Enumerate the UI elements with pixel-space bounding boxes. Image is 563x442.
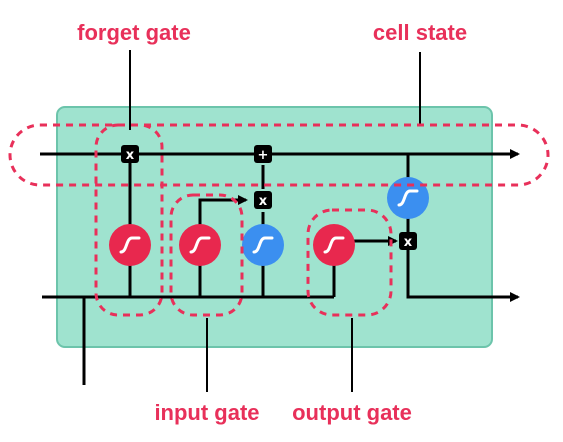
cell-body: [56, 106, 493, 348]
output-tanh-node: [387, 177, 429, 219]
forget-gate-label: forget gate: [77, 20, 191, 45]
input-sigmoid-node: [179, 224, 221, 266]
cell-add-op: +: [254, 145, 272, 163]
cell-state-label: cell state: [373, 20, 467, 45]
add-symbol: +: [258, 148, 269, 163]
candidate-tanh-node: [242, 224, 284, 266]
forget-multiply-op: x: [121, 145, 139, 163]
hidden-output-line: [406, 250, 520, 302]
output-sigmoid-node: [313, 224, 355, 266]
multiply-symbol: x: [404, 235, 413, 250]
input-gate-label: input gate: [154, 400, 259, 425]
input-multiply-op: x: [254, 191, 272, 209]
multiply-symbol: x: [126, 148, 135, 163]
output-gate-label: output gate: [292, 400, 412, 425]
cell-state-highlight: [8, 123, 550, 187]
output-gate-highlight: [306, 208, 393, 317]
forget-gate-highlight: [94, 123, 164, 317]
multiply-symbol: x: [259, 194, 268, 209]
output-multiply-op: x: [399, 232, 417, 250]
forget-sigmoid-node: [109, 224, 151, 266]
input-gate-highlight: [169, 193, 244, 317]
